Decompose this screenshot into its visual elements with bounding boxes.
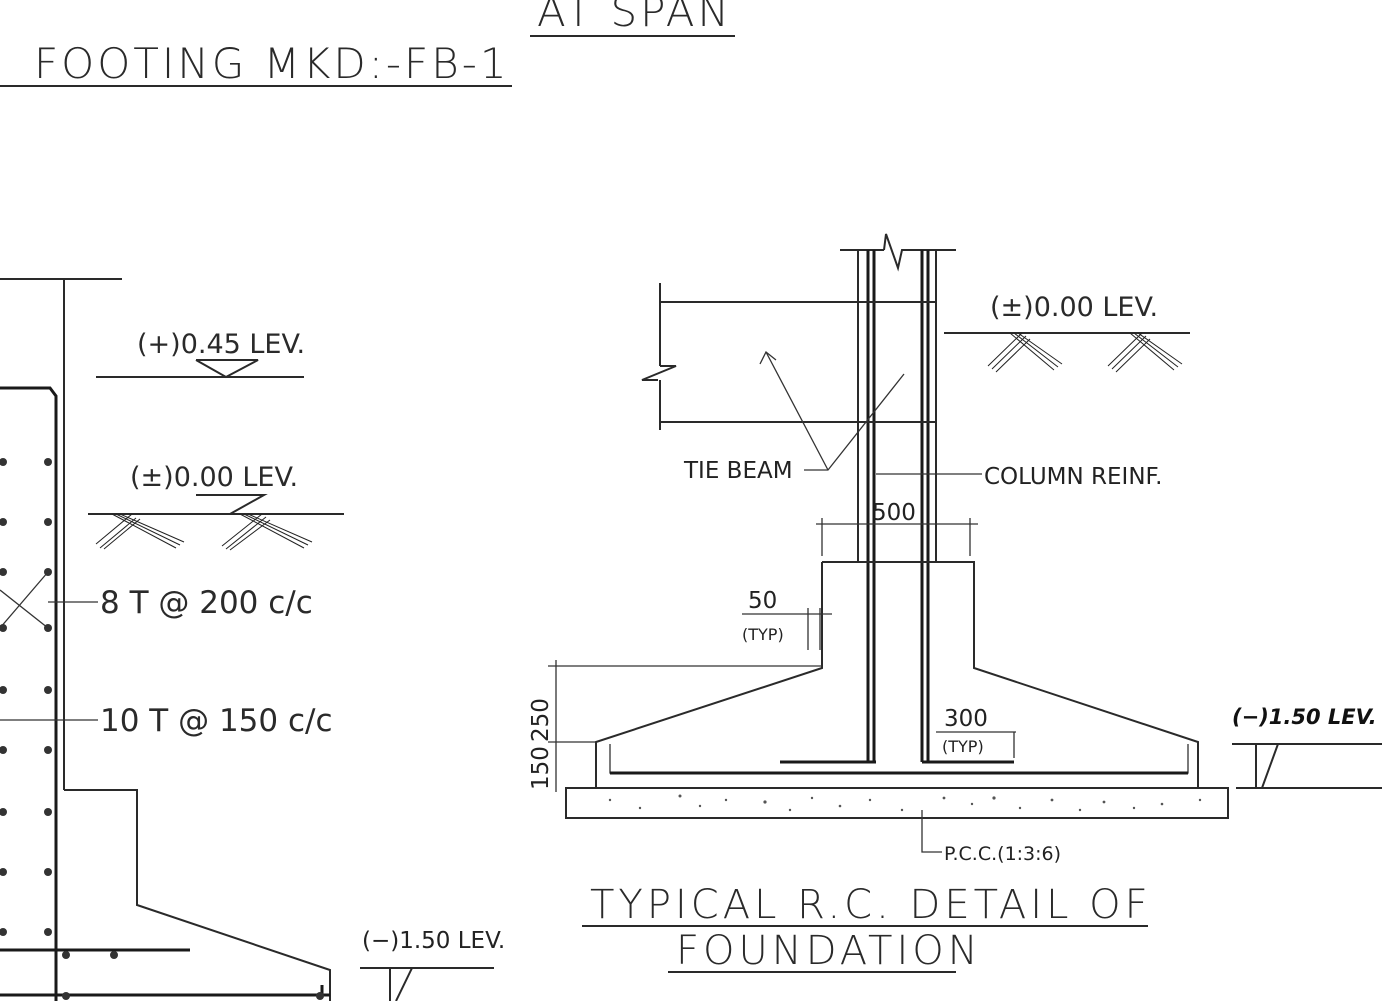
- right-section: [565, 233, 1382, 819]
- rebar-label-2: 10 T @ 150 c/c: [100, 703, 333, 739]
- typical-title-line1: TYPICAL R.C. DETAIL OF: [590, 882, 1152, 928]
- dim-300-typ-label: (TYP): [942, 737, 984, 756]
- left-lev-zero-label: (±)0.00 LEV.: [130, 462, 298, 493]
- at-span-title: AT SPAN: [537, 0, 732, 36]
- right-lev-zero-label: (±)0.00 LEV.: [990, 292, 1158, 323]
- right-lev-minus-marker: [1256, 743, 1280, 789]
- column-reinf-label: COLUMN REINF.: [984, 464, 1162, 490]
- left-section: [0, 278, 331, 1001]
- dim-50-typ-label: (TYP): [742, 625, 784, 644]
- rebar-dots: [0, 458, 324, 1000]
- pcc-label: P.C.C.(1:3:6): [944, 843, 1061, 865]
- pcc-leader: [921, 810, 942, 853]
- left-lev-plus-label: (+)0.45 LEV.: [137, 329, 305, 360]
- left-lev-minus-marker: [384, 967, 414, 1001]
- pcc-texture: [608, 794, 1202, 812]
- dim-250-label: 250: [528, 698, 554, 742]
- left-ground-hatch: [95, 513, 313, 551]
- left-lev-zero-marker: [196, 494, 268, 515]
- left-lev-minus-label: (−)1.50 LEV.: [362, 928, 505, 954]
- dim-300-label: 300: [944, 706, 988, 732]
- rebar-label-1: 8 T @ 200 c/c: [100, 585, 313, 621]
- right-lev-minus-label: (−)1.50 LEV.: [1232, 705, 1377, 729]
- left-lev-plus-marker: [195, 359, 259, 379]
- dim-500-label: 500: [872, 500, 916, 526]
- typical-title-line2: FOUNDATION: [676, 928, 982, 974]
- dim-50-label: 50: [748, 588, 777, 614]
- tie-beam-label: TIE BEAM: [683, 458, 793, 484]
- right-ground-hatch: [987, 332, 1183, 373]
- footing-mark-title: FOOTING MKD:-FB-1: [34, 39, 510, 88]
- dim-150-label: 150: [528, 746, 554, 790]
